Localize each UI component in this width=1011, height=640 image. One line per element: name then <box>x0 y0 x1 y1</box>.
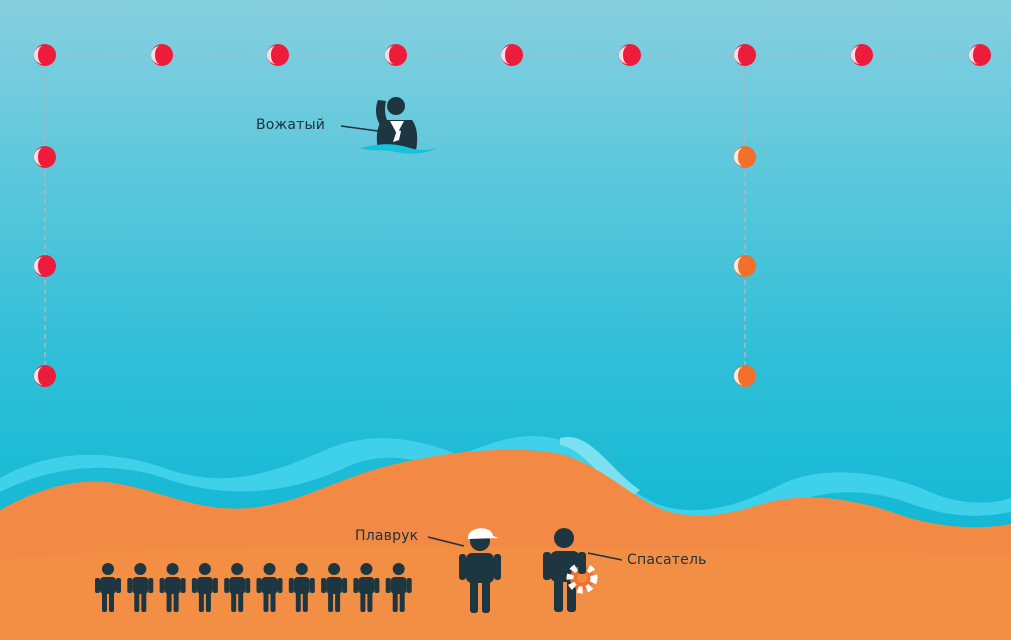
lifeguard-arm-right <box>578 552 586 574</box>
buoy-red <box>734 44 756 66</box>
buoy-red <box>34 365 56 387</box>
buoy-orange <box>734 146 756 168</box>
buoy-red <box>267 44 289 66</box>
lifeguard-leg-left <box>554 579 563 612</box>
counselor-label: Вожатый <box>256 117 325 133</box>
buoy-orange <box>734 365 756 387</box>
lifeguard-head <box>554 528 574 548</box>
lifeguard-label: Спасатель <box>627 552 707 568</box>
instructor-arm-left <box>459 554 466 580</box>
sand-shade <box>0 546 1011 640</box>
buoy-orange <box>734 255 756 277</box>
swim-instructor-label: Плаврук <box>355 528 418 544</box>
buoy-red <box>619 44 641 66</box>
instructor-arm-right <box>494 554 501 580</box>
buoy-red <box>501 44 523 66</box>
buoy-red <box>34 255 56 277</box>
instructor-leg-right <box>482 580 490 613</box>
buoy-red <box>34 146 56 168</box>
buoy-red <box>385 44 407 66</box>
lifeguard-arm-left <box>543 552 551 580</box>
instructor-torso <box>466 553 494 583</box>
buoy-red <box>851 44 873 66</box>
instructor-leg-left <box>470 580 478 613</box>
buoy-red <box>151 44 173 66</box>
counselor-head <box>387 97 405 115</box>
buoy-red <box>34 44 56 66</box>
buoy-red <box>969 44 991 66</box>
